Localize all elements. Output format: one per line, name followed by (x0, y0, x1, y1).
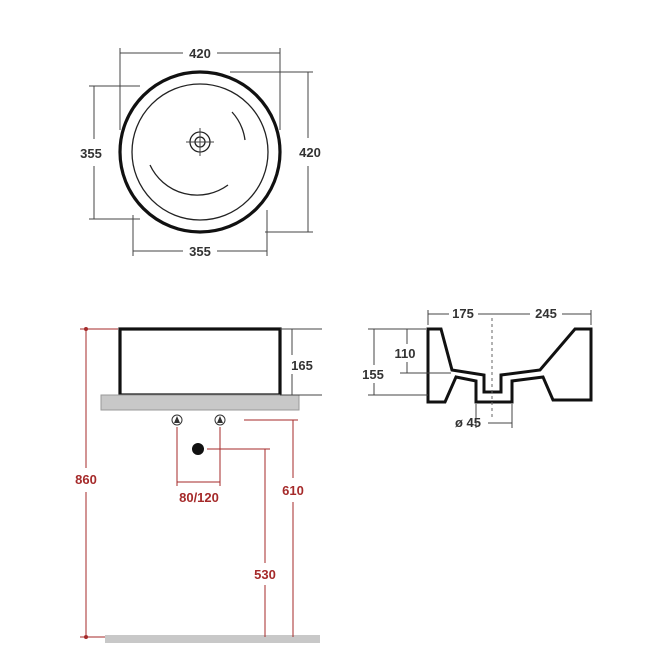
dim-top-width: 420 (189, 46, 211, 61)
dim-right-width: 245 (535, 306, 557, 321)
dim-inner-width: 355 (189, 244, 211, 259)
basin-body (118, 327, 282, 397)
dim-supply-height: 610 (282, 483, 304, 498)
dim-basin-height: 165 (291, 358, 313, 373)
dim-total-depth-section: 155 (362, 367, 384, 382)
front-view: 165 860 80/120 610 530 (75, 327, 322, 643)
basin-outer-rim (118, 70, 282, 234)
dim-inner-depth: 355 (80, 146, 102, 161)
top-view: 420 420 355 355 (80, 46, 321, 259)
bowl-shading-arc (149, 164, 229, 196)
countertop (100, 394, 300, 411)
dim-left-width: 175 (452, 306, 474, 321)
floor-line (105, 635, 320, 643)
dim-top-depth: 420 (299, 145, 321, 160)
basin-inner-bowl (131, 83, 269, 221)
valve-icon (214, 414, 226, 426)
dim-inner-depth-section: 110 (395, 346, 416, 361)
dim-total-height: 860 (75, 472, 97, 487)
waste-outlet (192, 443, 204, 455)
dim-dot (84, 635, 88, 639)
valve-icon (171, 414, 183, 426)
basin-section-profile (426, 327, 593, 404)
dim-drain-spacing: 80/120 (179, 490, 219, 505)
dim-waste-height: 530 (254, 567, 276, 582)
section-view: 175 245 110 155 ø 45 (362, 306, 593, 430)
dim-dot (84, 327, 88, 331)
bowl-shading-arc-2 (231, 111, 246, 141)
dim-drain-diameter: ø 45 (455, 415, 481, 430)
